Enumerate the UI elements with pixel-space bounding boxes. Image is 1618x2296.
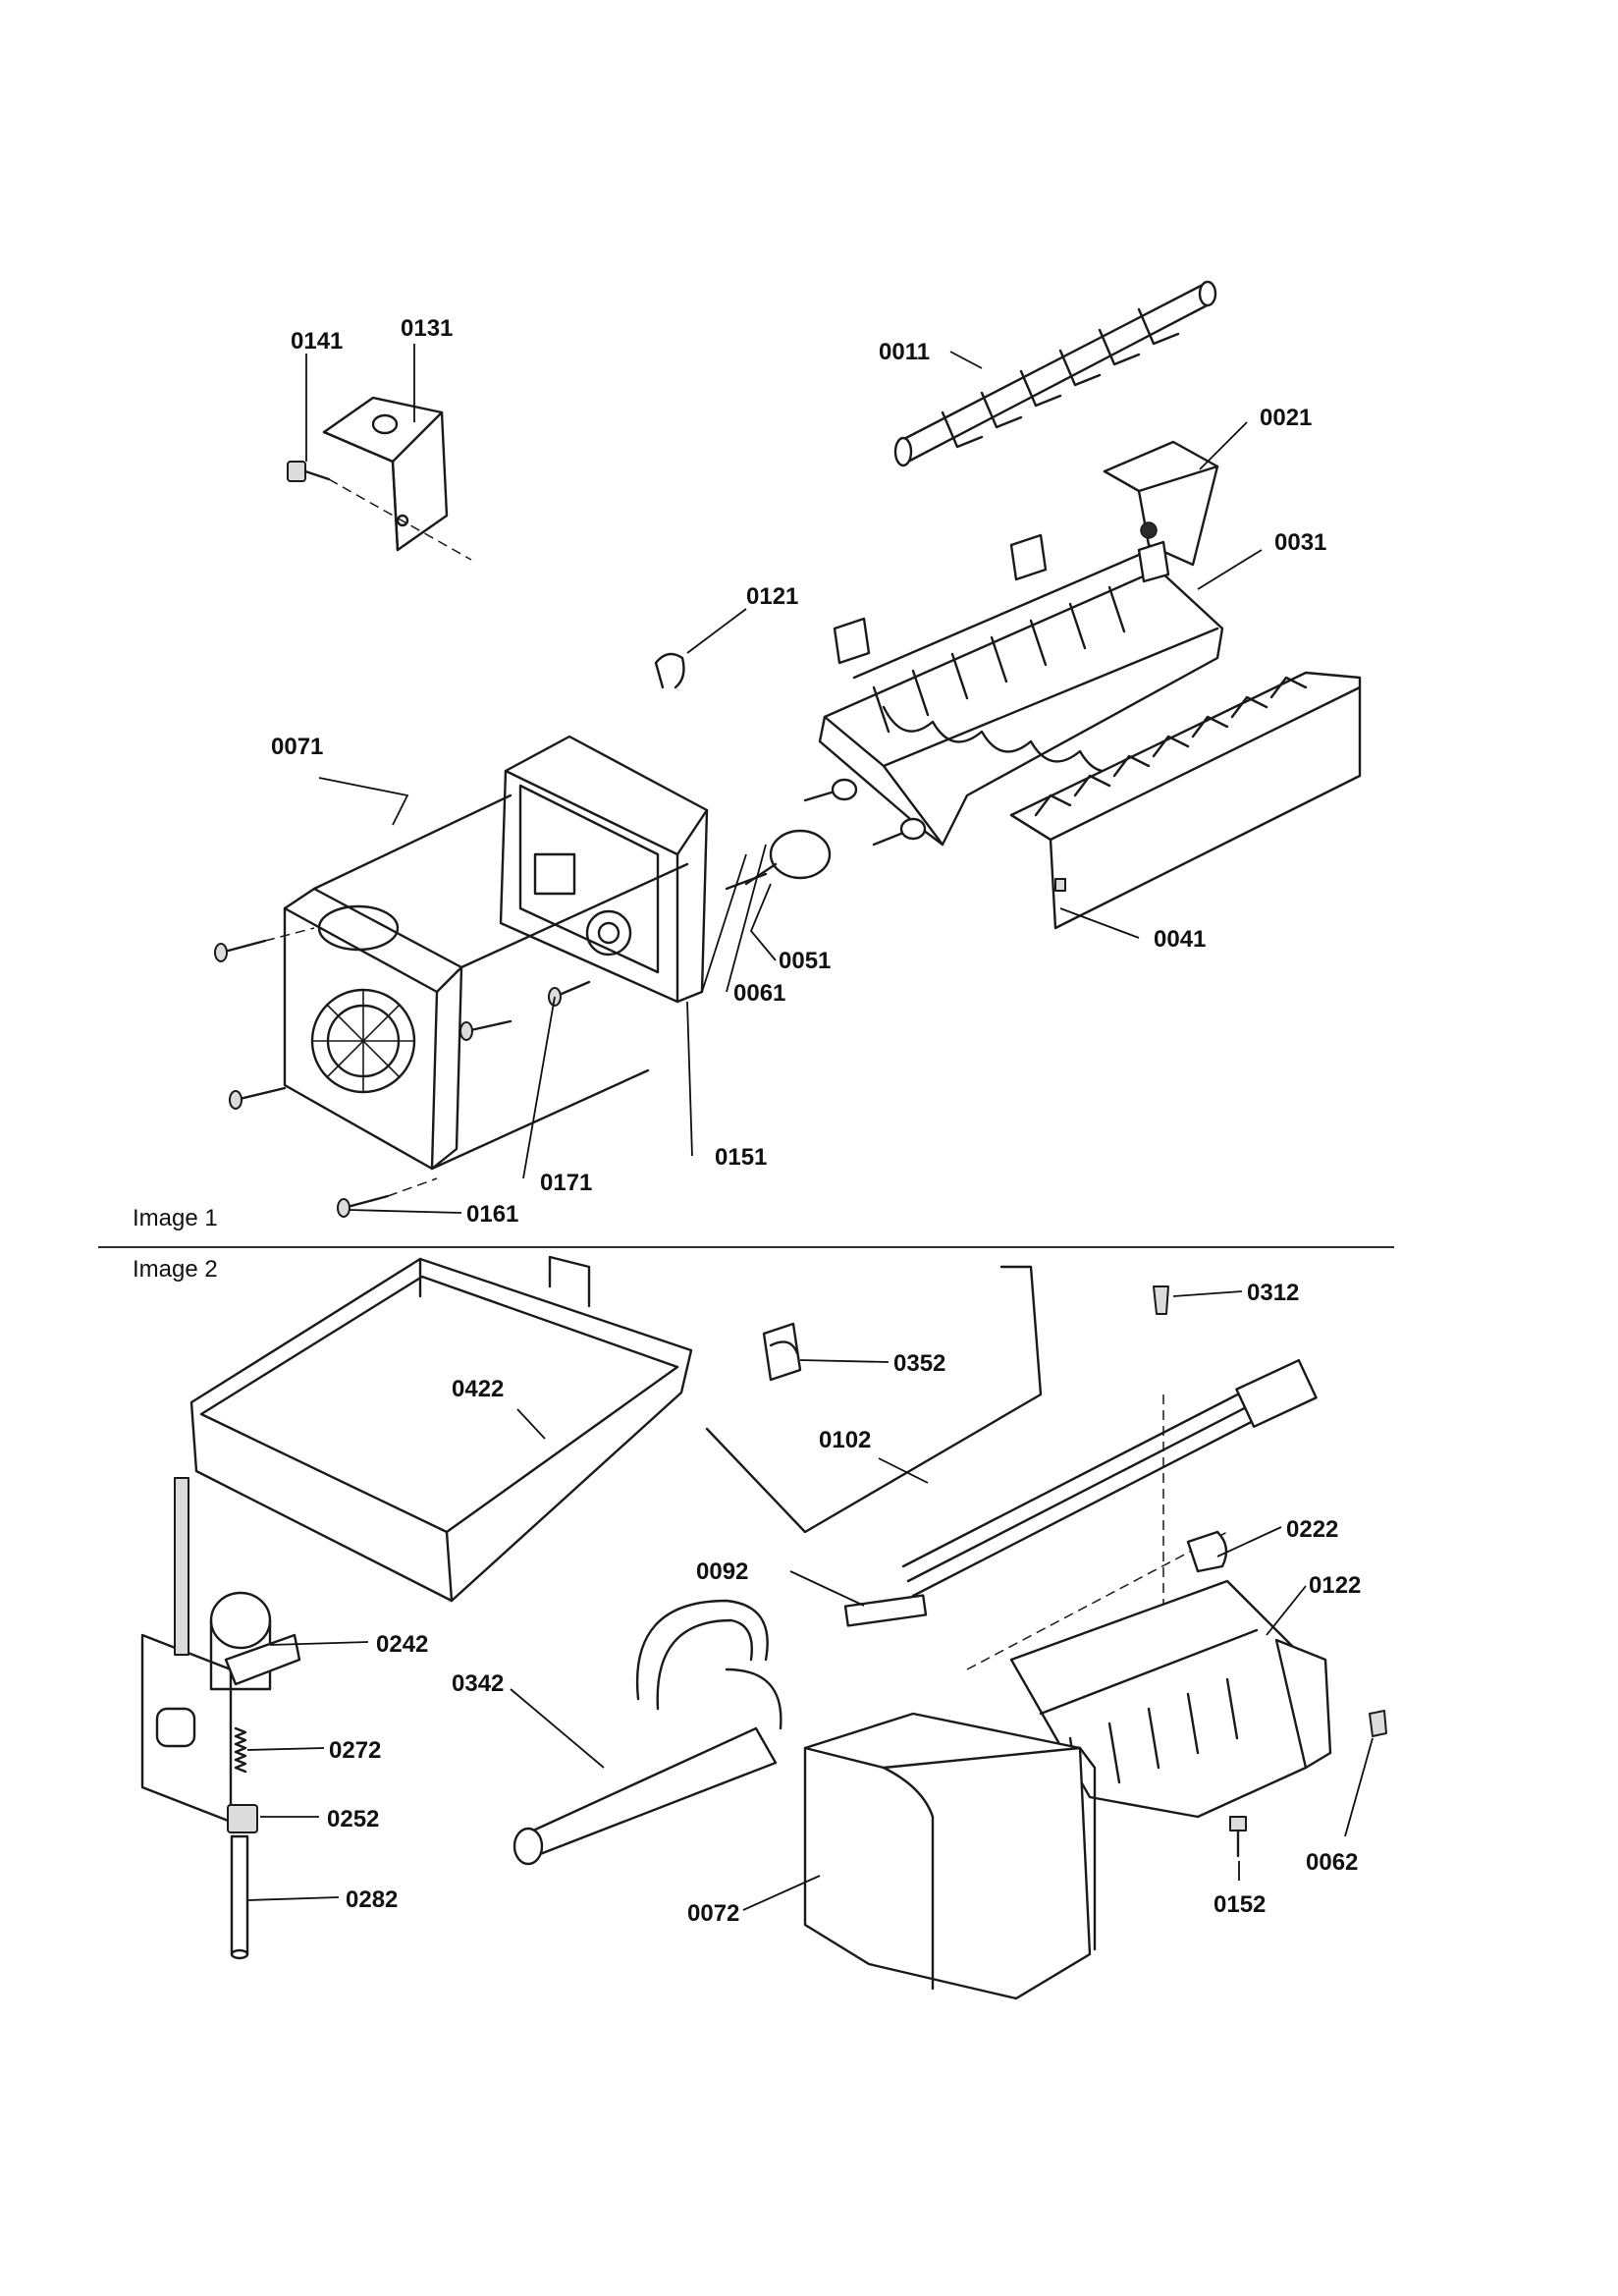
callout-0151: 0151 (715, 1144, 767, 1171)
callout-0152: 0152 (1214, 1891, 1266, 1918)
callout-0071: 0071 (271, 734, 323, 760)
part-0102-shutoff-arm (705, 1265, 1043, 1534)
callout-0062: 0062 (1306, 1849, 1358, 1876)
part-0072-cover (803, 1712, 1097, 2000)
part-0092-harness (843, 1358, 1318, 1670)
image-2-artwork (140, 1255, 1387, 2000)
callout-0122: 0122 (1309, 1572, 1361, 1599)
callout-0161: 0161 (466, 1201, 518, 1228)
part-0041-front-cover (1009, 671, 1362, 930)
part-0062-screw (1369, 1710, 1387, 1737)
image-2-caption: Image 2 (133, 1256, 218, 1283)
part-0122-icemaker (1009, 1579, 1332, 1819)
part-0051-thermostat (725, 829, 832, 891)
part-0071-motor-module (283, 793, 689, 1171)
callout-0252: 0252 (327, 1806, 379, 1832)
part-0252-nut (227, 1804, 258, 1833)
callout-0011: 0011 (879, 339, 930, 365)
image-1-caption: Image 1 (133, 1205, 218, 1231)
callout-0121: 0121 (746, 583, 798, 610)
callout-0272: 0272 (329, 1737, 381, 1764)
part-0031-mold (818, 533, 1224, 847)
callout-0041: 0041 (1154, 926, 1206, 953)
callout-0171: 0171 (540, 1170, 592, 1196)
part-0342-fill-tube (512, 1599, 782, 1866)
image-1-leaders (305, 344, 1263, 1214)
callout-labels: 0141 0131 0011 0021 0031 0121 0071 0051 … (271, 315, 1361, 1927)
callout-0242: 0242 (376, 1631, 428, 1658)
part-0422-bin (189, 1255, 693, 1603)
part-0272-spring (234, 1726, 247, 1774)
part-0282-tube (230, 1834, 249, 1960)
part-0021-bracket (1103, 440, 1219, 567)
part-0121-clip (654, 652, 685, 689)
image-1-artwork (214, 280, 1362, 1218)
callout-0352: 0352 (893, 1350, 945, 1377)
part-0242-water-valve (140, 1477, 301, 1824)
part-0152-screw (1229, 1816, 1247, 1858)
callout-0092: 0092 (696, 1558, 748, 1585)
callout-0021: 0021 (1260, 405, 1312, 431)
callout-0422: 0422 (452, 1376, 504, 1402)
image-2-leaders (246, 1290, 1374, 1911)
callout-0102: 0102 (819, 1427, 871, 1453)
part-0131-cover (322, 396, 449, 552)
part-0141-screw (287, 461, 472, 561)
part-0011-ejector (893, 280, 1217, 467)
callout-0342: 0342 (452, 1670, 504, 1697)
callout-0031: 0031 (1274, 529, 1326, 556)
callout-0061: 0061 (733, 980, 785, 1007)
part-screws-image1 (214, 927, 591, 1218)
part-0222-clip (1186, 1530, 1228, 1573)
callout-0131: 0131 (401, 315, 453, 342)
part-0061-pins (803, 778, 927, 847)
part-0312-screw (1153, 1285, 1169, 1315)
callout-0051: 0051 (779, 948, 831, 974)
callout-0072: 0072 (687, 1900, 739, 1927)
part-0352-clip (762, 1322, 802, 1382)
callout-0141: 0141 (291, 328, 343, 355)
callout-0222: 0222 (1286, 1516, 1338, 1543)
callout-0282: 0282 (346, 1886, 398, 1913)
callout-0312: 0312 (1247, 1280, 1299, 1306)
